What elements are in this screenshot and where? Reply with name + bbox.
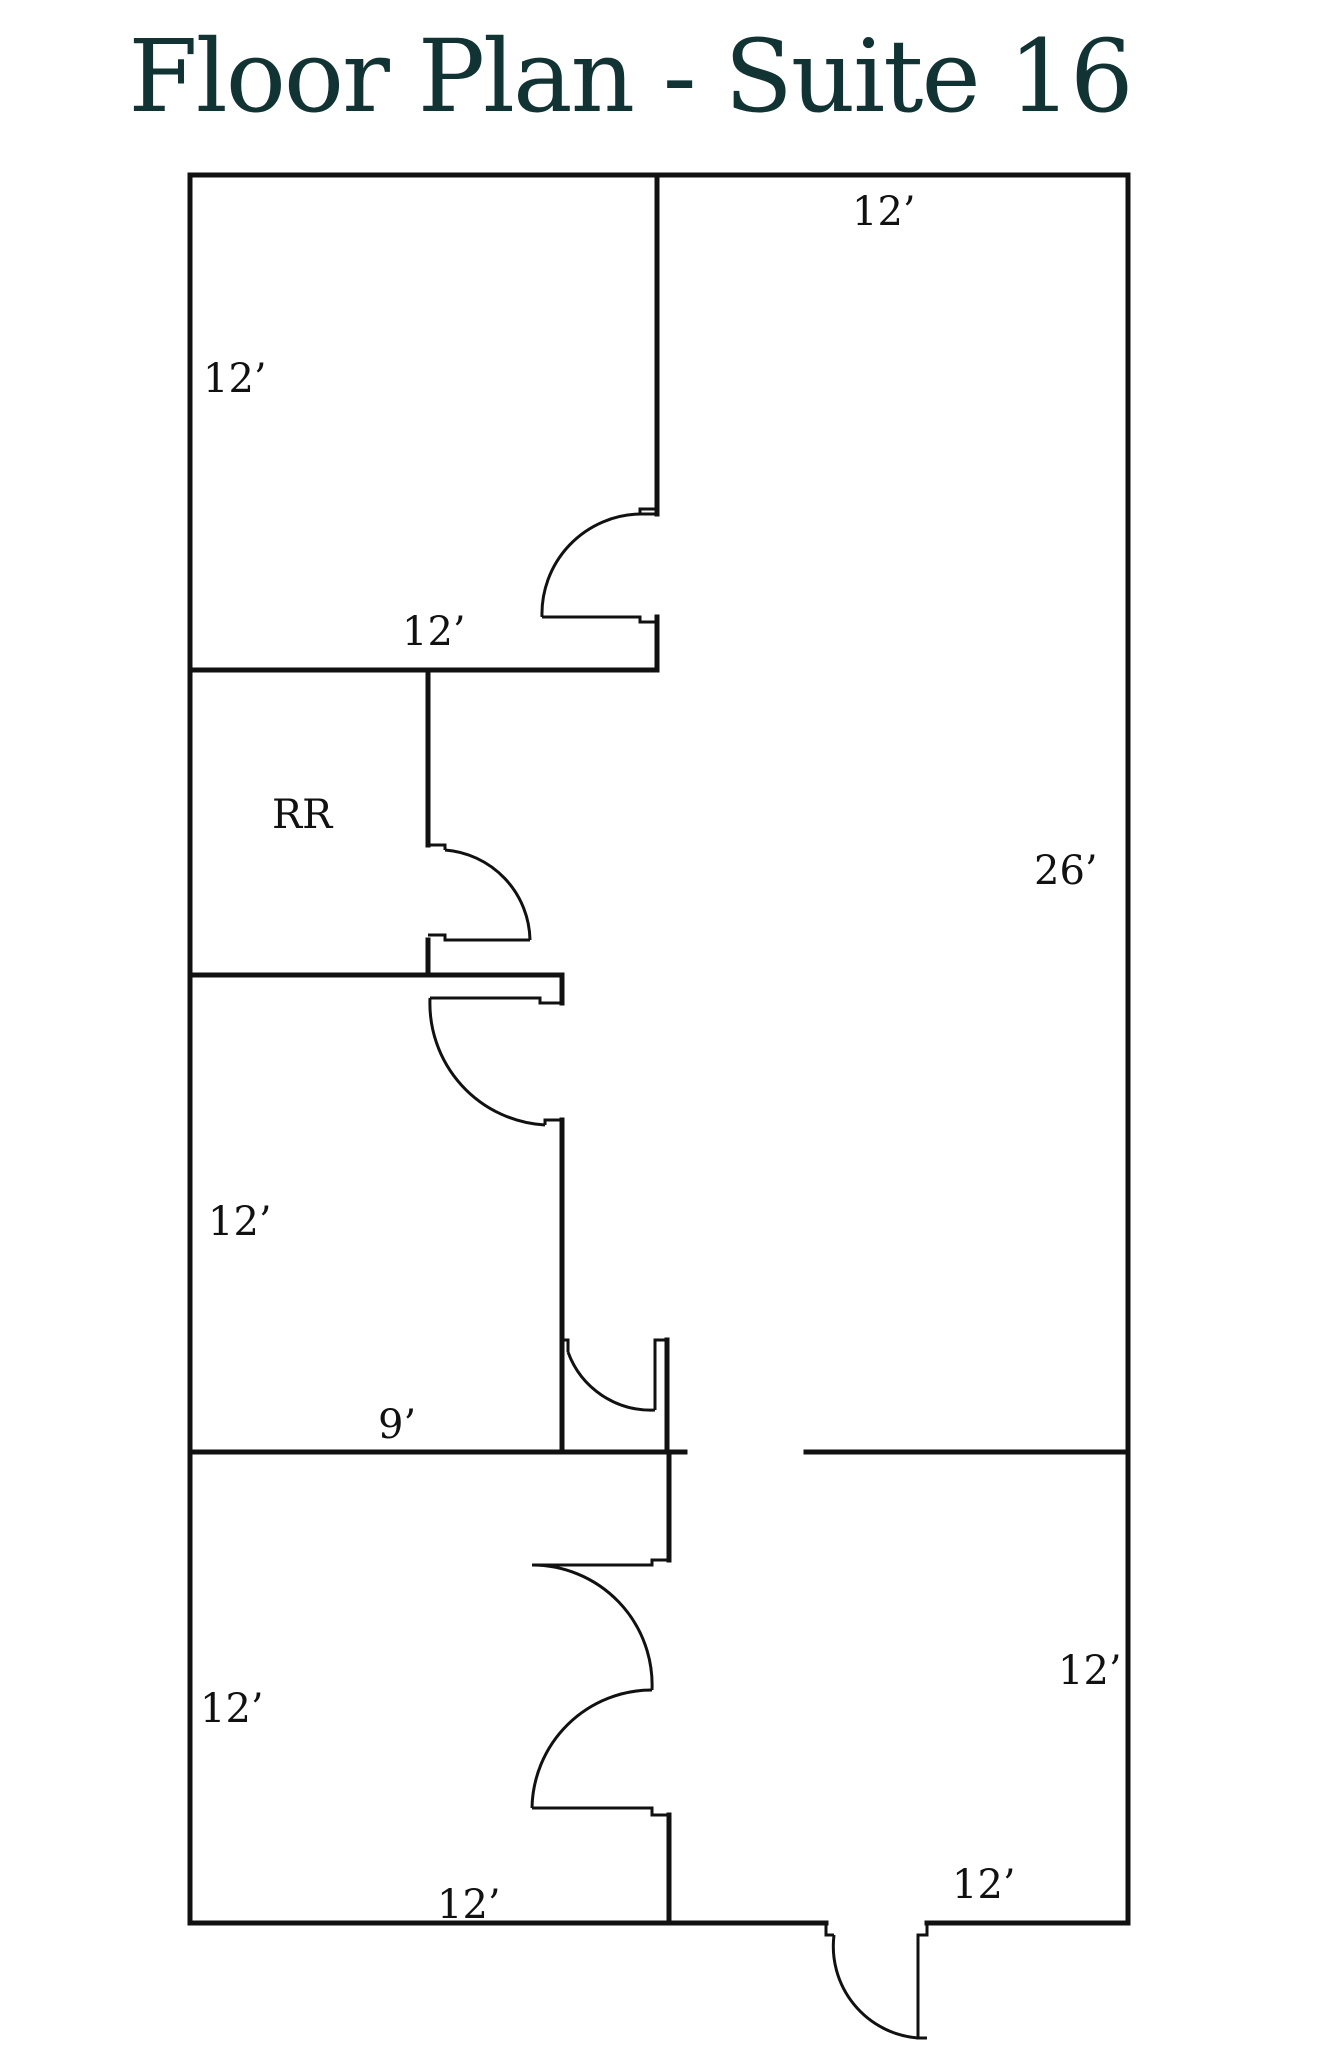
office-1-door-swing [540,512,641,618]
page-title: Floor Plan - Suite 16 [128,18,1133,135]
restroom-label: RR [272,792,334,838]
restroom-door-swing [444,848,532,941]
office4-bottom-dimension: 12’ [952,1862,1016,1908]
interior-walls [187,172,1131,1926]
door-swings [428,512,919,2040]
office-3-door-swing-lower [530,1688,653,1809]
office1-left-dimension: 12’ [203,356,267,402]
closet-door-swing [566,1351,656,1412]
exterior-walls [187,172,1131,1926]
office3-left-dimension: 12’ [200,1686,264,1732]
door-jambs [428,507,929,2040]
office2-left-dimension: 12’ [208,1199,272,1245]
entry-door-swing [831,1934,919,2040]
office1-bottom-dimension: 12’ [402,609,466,655]
office3-bottom-dimension: 12’ [437,1882,501,1928]
office-3-door-swing-upper [531,1563,654,1691]
office-2-door-swing [428,997,546,1127]
main-area-dimension: 26’ [1034,848,1098,894]
office1-top-dimension: 12’ [852,189,916,235]
office4-right-dimension: 12’ [1058,1648,1122,1694]
office2-bottom-dimension: 9’ [378,1402,416,1448]
